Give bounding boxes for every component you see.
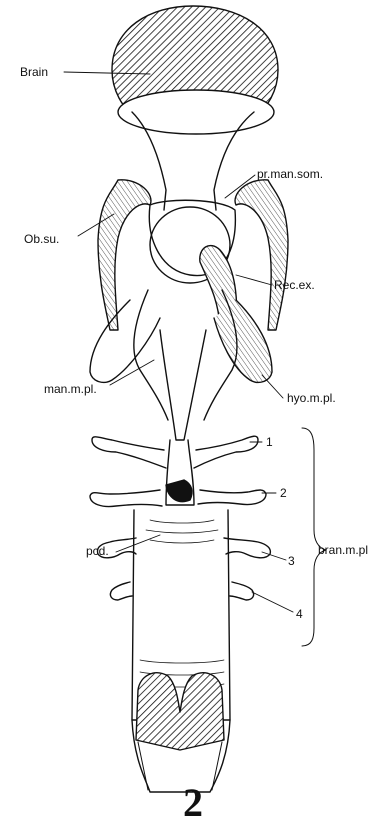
label-pr-man-som: pr.man.som. (257, 168, 323, 180)
pouch-right-4 (230, 582, 254, 600)
pouch-right-2 (198, 490, 266, 505)
label-pouch-3: 3 (288, 555, 295, 567)
trunk-shading-top (146, 520, 218, 543)
mandibular-plate-left (90, 300, 160, 382)
label-rec-ex: Rec.ex. (274, 279, 315, 291)
label-pcd: pcd. (86, 545, 109, 557)
label-man-m-pl: man.m.pl. (44, 383, 97, 395)
label-bran-m-pl: bran.m.pl (318, 544, 368, 556)
pouch-left-1 (92, 437, 166, 468)
premandibular-somite-left (98, 180, 151, 330)
label-brain: Brain (20, 66, 48, 78)
pharynx-v (160, 330, 206, 440)
label-pouch-1: 1 (266, 436, 273, 448)
pouch-left-4 (110, 582, 132, 600)
brain-sphere (112, 6, 278, 134)
label-ob-su: Ob.su. (24, 233, 59, 245)
figure-number: 2 (0, 783, 386, 823)
label-pouch-4: 4 (296, 608, 303, 620)
pharynx-knot (166, 480, 192, 502)
pouch-right-3 (224, 538, 270, 558)
label-pouch-2: 2 (280, 487, 287, 499)
branchial-brace (302, 428, 326, 646)
notochord-section (136, 673, 224, 750)
hyoid-plate-right (214, 300, 272, 382)
pouch-left-2 (90, 490, 162, 507)
pouch-right-1 (194, 436, 258, 468)
label-hyo-m-pl: hyo.m.pl. (287, 392, 336, 404)
